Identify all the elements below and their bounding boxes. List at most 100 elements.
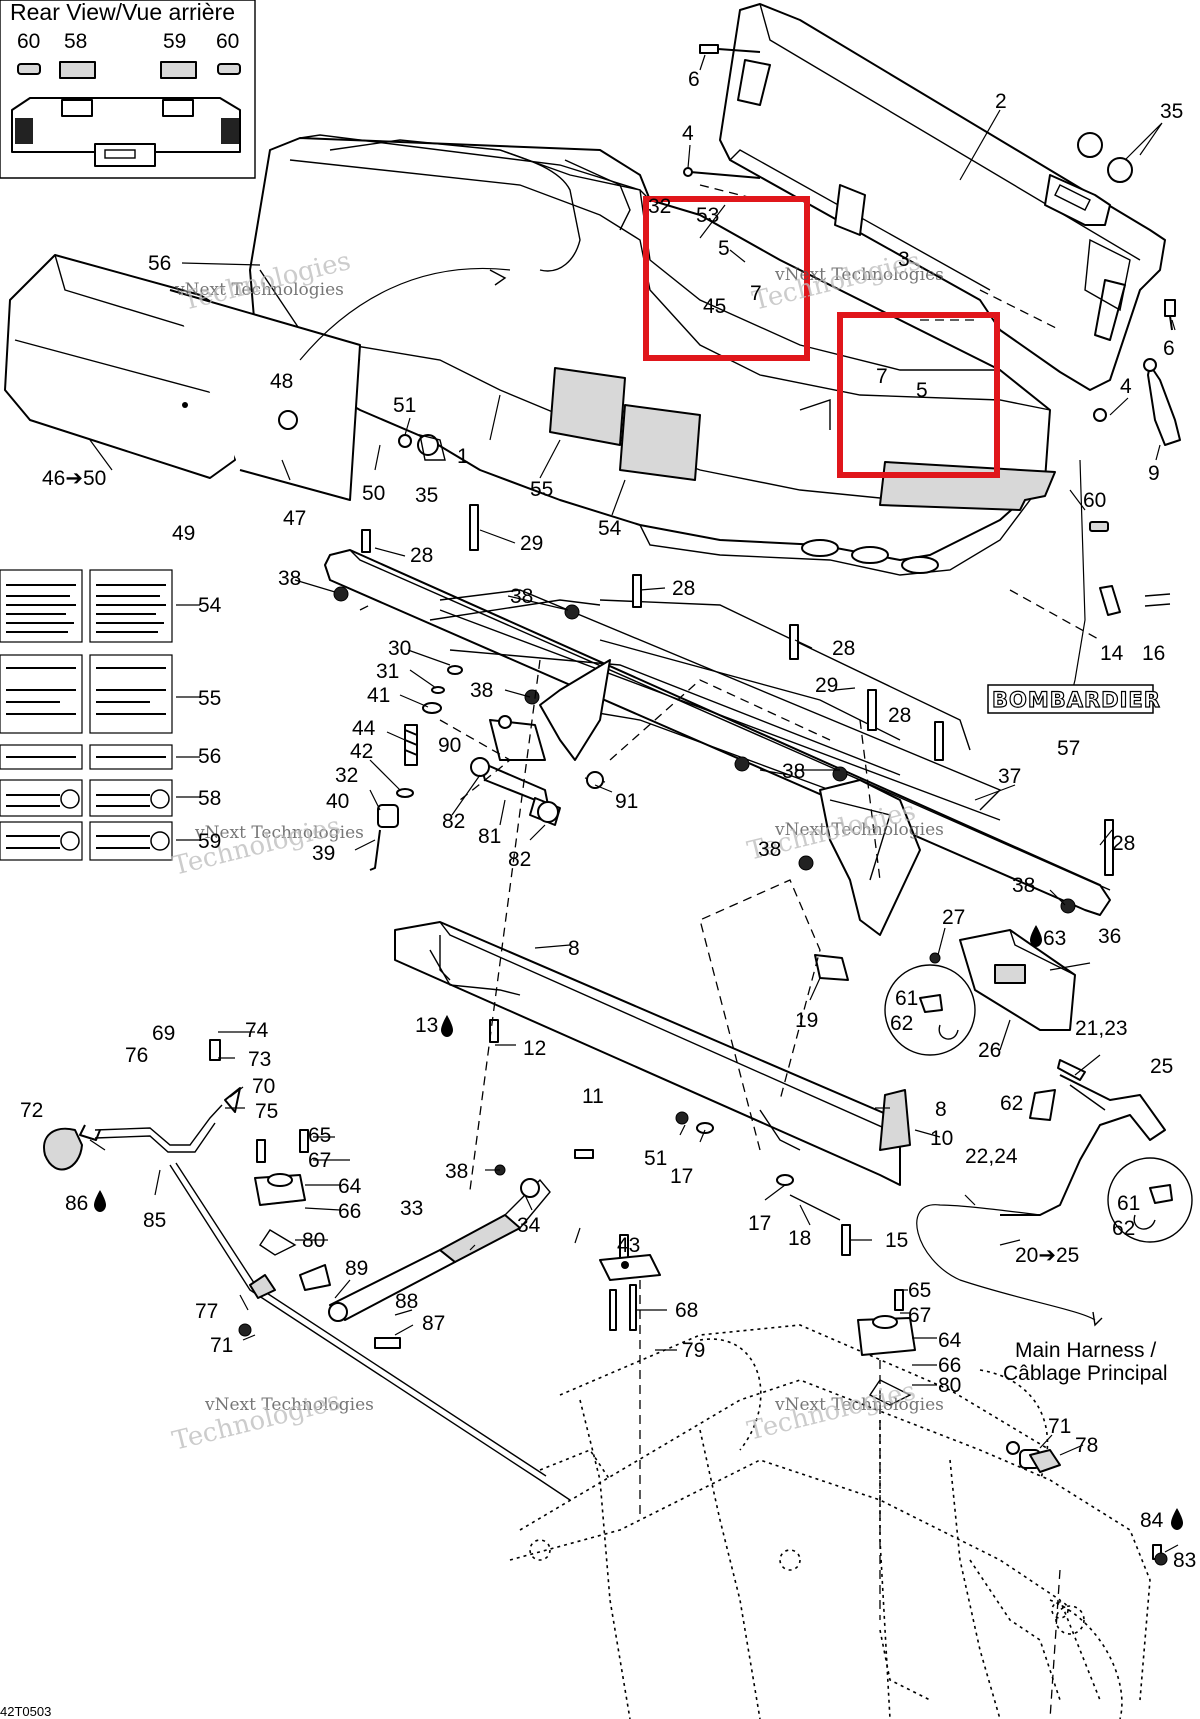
callout-44: 44: [352, 717, 376, 740]
wire-harness: [916, 1059, 1166, 1327]
highlight-box-1: [643, 196, 810, 361]
callout-76: 76: [125, 1044, 148, 1067]
callout-80: 80: [302, 1229, 325, 1252]
callout-56b: 56: [198, 745, 221, 768]
callout-82b: 82: [508, 848, 531, 871]
callout-73: 73: [248, 1048, 271, 1071]
callout-27: 27: [942, 906, 965, 929]
callout-43: 43: [617, 1234, 640, 1257]
callout-91: 91: [615, 790, 638, 813]
frame: [324, 549, 1111, 936]
callout-75: 75: [255, 1100, 278, 1123]
callout-8b: 8: [935, 1098, 947, 1121]
watermark-e1: vNext Technologies: [204, 1395, 374, 1415]
harness-line-1: Main Harness /: [1015, 1339, 1156, 1362]
callout-50: 50: [362, 482, 385, 505]
callout-49: 49: [172, 522, 195, 545]
callout-64b: 64: [938, 1329, 962, 1352]
callout-54: 54: [598, 517, 622, 540]
callout-87: 87: [422, 1312, 445, 1335]
callout-6b: 6: [1163, 337, 1175, 360]
callout-6: 6: [688, 68, 700, 91]
callout-57: 57: [1057, 737, 1080, 760]
callout-28b: 28: [672, 577, 695, 600]
callout-77: 77: [195, 1300, 218, 1323]
callout-29b: 29: [815, 674, 838, 697]
callout-15: 15: [885, 1229, 908, 1252]
callout-54b: 54: [198, 594, 222, 617]
watermark-c1: vNext Technologies: [194, 823, 364, 843]
leader-lines: [299, 184, 1101, 1719]
callout-28: 28: [410, 544, 433, 567]
callout-labels: 6 2 35 4 32 53 5 7 45 3 56 6 7 5 4 9 48 …: [20, 68, 1196, 1572]
callout-88: 88: [395, 1290, 418, 1313]
callout-55b: 55: [198, 687, 221, 710]
callout-37: 37: [998, 765, 1021, 788]
watermark-f2: Technologies: [744, 1376, 918, 1447]
callout-81: 81: [478, 825, 501, 848]
callout-51: 51: [393, 394, 416, 417]
callout-12: 12: [523, 1037, 546, 1060]
callout-83: 83: [1173, 1549, 1196, 1572]
watermark-f1: vNext Technologies: [774, 1395, 944, 1415]
callout-45: 45: [703, 295, 726, 318]
callout-29: 29: [520, 532, 543, 555]
callout-70: 70: [252, 1075, 275, 1098]
callout-20-25: 20➔25: [1015, 1244, 1079, 1267]
callout-41: 41: [367, 684, 390, 707]
callout-16: 16: [1142, 642, 1165, 665]
callout-47: 47: [283, 507, 306, 530]
callout-64: 64: [338, 1175, 362, 1198]
callout-82: 82: [442, 810, 465, 833]
rear-view-inset: Rear View/Vue arrière 60 58 59 60: [0, 0, 256, 179]
inset-callout-59: 59: [163, 30, 186, 53]
callout-36: 36: [1098, 925, 1121, 948]
seat-pad: [4, 254, 361, 501]
callout-89: 89: [345, 1257, 368, 1280]
callout-17: 17: [670, 1165, 693, 1188]
chassis-dotted: [509, 1324, 1151, 1719]
callout-32b: 32: [335, 764, 358, 787]
callout-61b: 61: [1117, 1192, 1140, 1215]
callout-74: 74: [245, 1019, 269, 1042]
callout-21-23: 21,23: [1075, 1017, 1128, 1040]
inset-callout-60a: 60: [17, 30, 40, 53]
callout-4: 4: [682, 122, 694, 145]
inset-callout-60b: 60: [216, 30, 239, 53]
gas-strut: [299, 1178, 551, 1322]
callout-66: 66: [338, 1200, 361, 1223]
callout-9: 9: [1148, 462, 1160, 485]
callout-56: 56: [148, 252, 171, 275]
callout-69: 69: [152, 1022, 175, 1045]
watermark-b1: vNext Technologies: [774, 265, 944, 285]
callout-28d: 28: [888, 704, 911, 727]
callout-3: 3: [898, 248, 910, 271]
callout-7: 7: [750, 282, 762, 305]
tailgate: [719, 3, 1166, 391]
callout-71b: 71: [1048, 1415, 1071, 1438]
callout-10: 10: [930, 1127, 953, 1150]
callout-84: 84: [1140, 1509, 1164, 1532]
callout-51b: 51: [644, 1147, 667, 1170]
inset-callout-58: 58: [64, 30, 87, 53]
skid-plate: [394, 921, 901, 1186]
callout-35b: 35: [415, 484, 438, 507]
callout-19: 19: [795, 1009, 818, 1032]
callout-72: 72: [20, 1099, 43, 1122]
callout-22-24: 22,24: [965, 1145, 1018, 1168]
mount-block-left: [254, 1173, 306, 1206]
callout-71: 71: [210, 1334, 233, 1357]
callout-13: 13: [415, 1014, 438, 1037]
callout-26: 26: [978, 1039, 1001, 1062]
callout-80b: 80: [938, 1374, 961, 1397]
callout-85: 85: [143, 1209, 166, 1232]
callout-28e: 28: [1112, 832, 1135, 855]
callout-1: 1: [457, 445, 469, 468]
callout-38d: 38: [782, 760, 805, 783]
callout-11: 11: [582, 1085, 604, 1108]
callout-31: 31: [376, 660, 399, 683]
callout-60: 60: [1083, 489, 1106, 512]
callout-40: 40: [326, 790, 349, 813]
callout-38b: 38: [510, 585, 533, 608]
